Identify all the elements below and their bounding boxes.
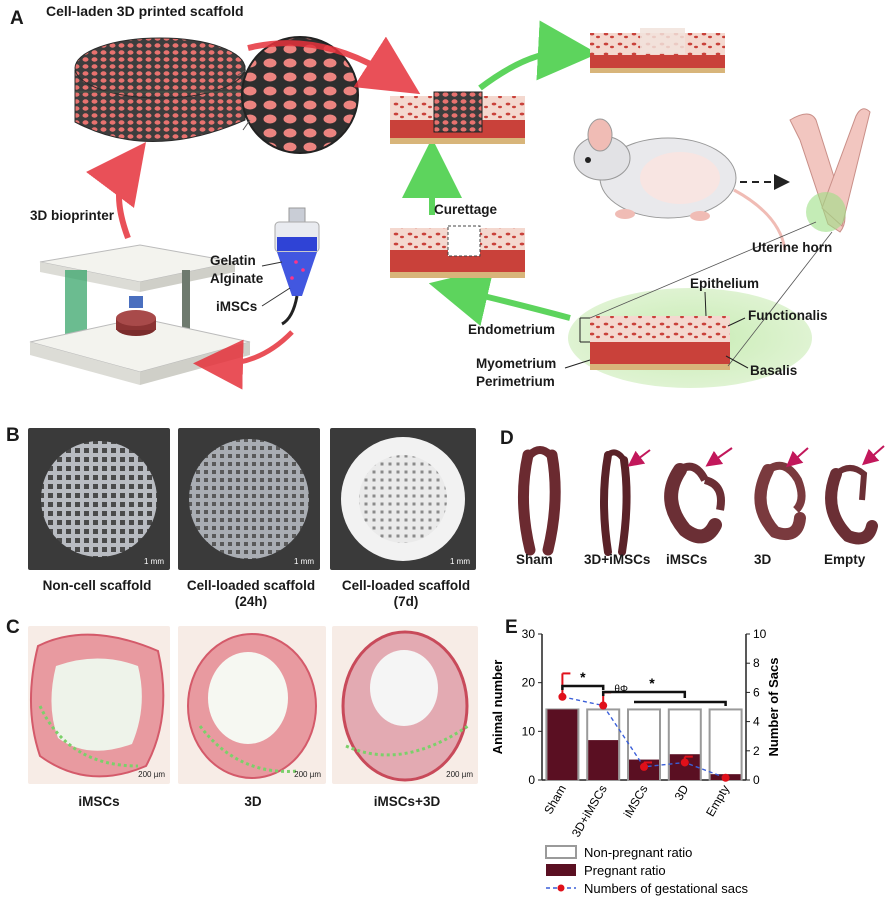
syringe: [261, 207, 320, 326]
scaffold-disc: [74, 37, 246, 142]
scalebar-c3: 200 µm: [446, 770, 473, 779]
sacs-point: [640, 762, 648, 771]
panel-label-b: B: [6, 425, 20, 446]
tissue-curettage: [390, 225, 525, 278]
d-label-empty: Empty: [824, 552, 866, 567]
caption-c1: iMSCs: [78, 794, 120, 809]
sig-theta-phi: θΦ: [614, 684, 628, 695]
caption-b1: Non-cell scaffold: [42, 578, 152, 593]
y2-tick-label: 6: [753, 685, 760, 699]
y2-tick-label: 2: [753, 744, 760, 758]
panel-a-illustration: [29, 20, 871, 390]
uterine-horn-illustration: [789, 108, 871, 233]
sig-star-2: *: [649, 675, 655, 691]
label-perimetrium: Perimetrium: [476, 374, 555, 389]
panel-label-d: D: [500, 428, 514, 449]
x-tick-label: Sham: [541, 783, 569, 817]
label-myometrium: Myometrium: [476, 356, 557, 371]
legend-label-sacs: Numbers of gestational sacs: [584, 881, 749, 896]
label-functionalis: Functionalis: [748, 308, 828, 323]
scaffold-title: Cell-laden 3D printed scaffold: [46, 3, 244, 19]
x-tick-label: Empty: [703, 783, 732, 819]
legend-label-pregnant: Pregnant ratio: [584, 863, 666, 878]
label-imscs: iMSCs: [216, 299, 258, 314]
legend-label-nonpregnant: Non-pregnant ratio: [584, 845, 692, 860]
bar-pregnant: [588, 740, 619, 780]
sig-bracket-2: [601, 690, 687, 698]
x-tick-label: iMSCs: [621, 783, 651, 821]
legend-swatch-pregnant: [546, 864, 576, 876]
sacs-point: [599, 701, 608, 710]
d-label-3d: 3D: [754, 552, 772, 567]
y2-axis-title: Number of Sacs: [766, 658, 781, 757]
panel-label-c: C: [6, 617, 20, 638]
uterus-sham: [518, 446, 561, 556]
y2-tick-label: 0: [753, 773, 760, 787]
tissue-regenerated: [590, 28, 725, 73]
sacs-point: [558, 692, 567, 701]
histology-3d: 200 µm: [178, 626, 326, 784]
caption-c3: iMSCs+3D: [373, 794, 441, 809]
uterus-3d: [754, 461, 806, 541]
y-tick-label: 30: [522, 627, 536, 641]
label-curettage: Curettage: [434, 202, 498, 217]
scalebar-b1: 1 mm: [144, 557, 164, 566]
uterine-layers: [590, 316, 730, 370]
label-gelatin: Gelatin: [210, 253, 256, 268]
y-tick-label: 20: [522, 676, 536, 690]
panel-label-e: E: [505, 617, 518, 638]
sig-bracket-3: [634, 700, 727, 706]
label-endometrium: Endometrium: [468, 322, 556, 337]
label-bioprinter: 3D bioprinter: [30, 208, 115, 223]
label-basalis: Basalis: [750, 363, 798, 378]
y2-tick-label: 8: [753, 656, 760, 670]
photo-cell-loaded-24h: 1 mm: [178, 428, 320, 570]
histology-imscs: 200 µm: [28, 626, 170, 784]
uterus-3d-imscs: [600, 449, 631, 556]
scalebar-c1: 200 µm: [138, 770, 165, 779]
scalebar-b2: 1 mm: [294, 557, 314, 566]
label-epithelium: Epithelium: [690, 276, 760, 291]
uterus-photos: [518, 445, 885, 556]
tissue-with-scaffold: [390, 91, 525, 144]
photo-non-cell-scaffold: 1 mm: [28, 428, 170, 570]
scalebar-b3: 1 mm: [450, 557, 470, 566]
caption-b3: Cell-loaded scaffold (7d): [341, 578, 471, 609]
uterus-imscs: [664, 462, 725, 544]
bar-nonpregnant: [708, 708, 743, 781]
bar-pregnant: [547, 709, 578, 780]
legend-swatch-nonpregnant: [545, 845, 577, 859]
sacs-point: [680, 758, 689, 767]
sacs-point: [721, 773, 730, 782]
mouse-illustration: [573, 118, 787, 251]
y2-tick-label: 4: [753, 715, 760, 729]
y-tick-label: 10: [522, 724, 536, 738]
d-label-sham: Sham: [516, 552, 553, 567]
d-label-imscs: iMSCs: [666, 552, 708, 567]
panel-label-a: A: [10, 8, 24, 29]
d-label-3d-imscs: 3D+iMSCs: [584, 552, 651, 567]
y-tick-label: 0: [528, 773, 535, 787]
sig-bracket-1: [561, 684, 605, 690]
caption-b2: Cell-loaded scaffold (24h): [186, 578, 316, 609]
scalebar-c2: 200 µm: [294, 770, 321, 779]
label-uterine-horn: Uterine horn: [752, 240, 833, 255]
caption-c2: 3D: [244, 794, 262, 809]
uterus-empty: [825, 465, 878, 545]
x-tick-label: 3D: [672, 782, 692, 803]
photo-cell-loaded-7d: 1 mm: [330, 428, 476, 570]
legend-swatch-sacs-point: [557, 884, 565, 892]
histology-imscs-3d: 200 µm: [332, 626, 478, 784]
label-alginate: Alginate: [210, 271, 264, 286]
x-tick-label: 3D+iMSCs: [569, 783, 610, 840]
y2-tick-label: 10: [753, 627, 767, 641]
y-axis-title: Animal number: [490, 660, 505, 755]
sig-star-1: *: [580, 669, 586, 685]
